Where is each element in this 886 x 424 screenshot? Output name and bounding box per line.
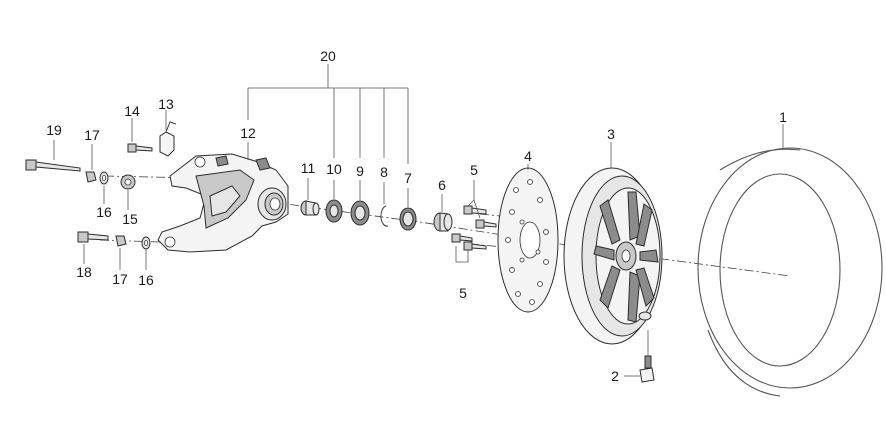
bolt-18	[77, 231, 109, 243]
callout-17-lower: 17	[112, 271, 128, 287]
circlip	[380, 205, 389, 227]
wheel-rim	[563, 167, 663, 345]
callout-9: 9	[356, 163, 364, 179]
hose-clip	[159, 121, 177, 157]
callout-4: 4	[524, 148, 532, 164]
callout-5-upper: 5	[470, 162, 478, 178]
brake-disc	[497, 167, 559, 313]
bracket-5-upper	[467, 180, 481, 219]
callout-6: 6	[438, 177, 446, 193]
callout-16-lower: 16	[138, 272, 154, 288]
callout-17-upper: 17	[84, 127, 100, 143]
callout-7: 7	[404, 170, 412, 186]
callout-13: 13	[158, 96, 174, 112]
callout-18: 18	[76, 264, 92, 280]
bracket-20	[247, 64, 409, 164]
callout-8: 8	[380, 164, 388, 180]
callout-15: 15	[122, 211, 138, 227]
callout-10: 10	[326, 161, 342, 177]
collar	[300, 200, 320, 216]
screw-14	[127, 143, 153, 153]
callout-19: 19	[46, 122, 62, 138]
washer-16-lower	[141, 236, 151, 250]
swing-arm	[157, 153, 289, 253]
axle-centerline	[239, 195, 791, 277]
callout-12: 12	[240, 125, 256, 141]
tire-valve	[639, 355, 655, 383]
bolt-19	[25, 159, 81, 172]
nut-17-lower	[115, 235, 127, 247]
callout-16-upper: 16	[96, 204, 112, 220]
disc-bolts	[451, 205, 497, 251]
bearing-9	[350, 200, 370, 226]
callout-11: 11	[300, 160, 316, 176]
callout-14: 14	[124, 103, 140, 119]
tire	[697, 147, 883, 397]
callout-3: 3	[607, 126, 615, 142]
bearing-10	[325, 199, 343, 223]
spacer	[433, 212, 453, 232]
callout-20: 20	[320, 48, 336, 64]
washer-16-upper	[99, 171, 109, 185]
oil-seal	[399, 207, 417, 231]
bracket-5-lower	[455, 246, 469, 263]
bushing	[120, 174, 136, 190]
nut-17-upper	[85, 171, 97, 183]
callout-1: 1	[779, 109, 787, 125]
callout-5-lower: 5	[459, 285, 467, 301]
callout-2: 2	[611, 368, 619, 384]
